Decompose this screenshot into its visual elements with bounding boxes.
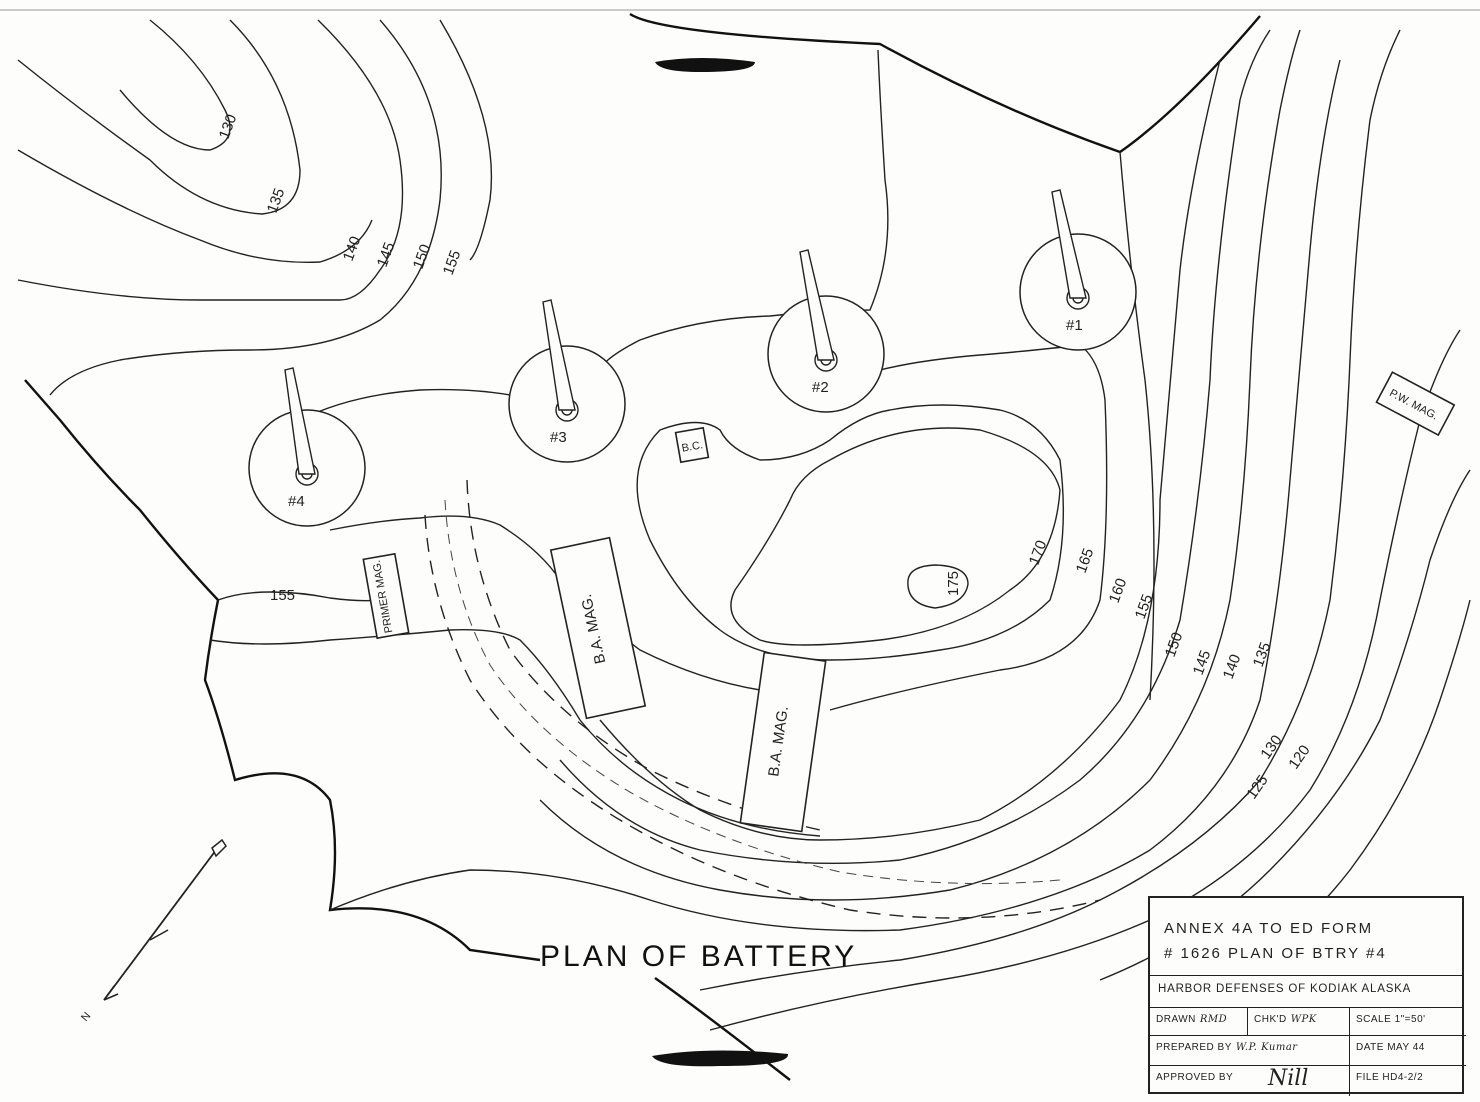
contour-140-e: [709, 329, 1461, 1031]
annex-line-2: # 1626 PLAN OF BTRY #4: [1164, 945, 1387, 962]
road-center-line: [444, 499, 1061, 885]
contour-label-150: 150: [410, 242, 435, 271]
contour-135: [17, 19, 301, 215]
approved-cell: APPROVED BY: [1150, 1066, 1350, 1096]
registration-mark-top: [655, 58, 755, 72]
north-arrow: N: [79, 838, 227, 1024]
contour-label-120: 120: [1285, 742, 1313, 772]
contour-130: [119, 19, 231, 151]
gun-emplacement-3: #3: [508, 299, 626, 463]
contour-label-145-e: 145: [1190, 648, 1215, 677]
gun-emplacement-4: #4: [248, 367, 366, 527]
gun-label-4: #4: [288, 493, 305, 510]
date-cell: DATE MAY 44: [1350, 1036, 1466, 1066]
plan-title: PLAN OF BATTERY: [540, 940, 857, 973]
road-inner-edge: [466, 479, 821, 831]
gun-label-3: #3: [550, 429, 567, 446]
contour-inner-ridge: [829, 344, 1108, 711]
contour-label-170: 170: [1026, 538, 1051, 567]
checked-value: WPK: [1290, 1014, 1317, 1025]
contour-label-140-e: 140: [1220, 652, 1245, 681]
pw-magazine: P.W. MAG.: [1375, 371, 1456, 437]
registration-mark-bottom: [652, 1050, 789, 1067]
gun-label-1: #1: [1066, 317, 1083, 334]
contour-lower-west: [209, 629, 821, 837]
contour-155-e: [539, 29, 1301, 901]
contour-label-130-se: 130: [1257, 732, 1285, 762]
contour-155-w: [217, 591, 381, 602]
contour-140: [17, 149, 373, 264]
contour-label-155-w: 155: [270, 587, 295, 604]
drawn-label: DRAWN: [1156, 1014, 1196, 1025]
contour-145: [17, 19, 404, 301]
bc-station: B.C.: [674, 426, 710, 464]
gun-emplacement-2: #2: [767, 249, 885, 413]
annex-header: ANNEX 4A TO ED FORM # 1626 PLAN OF BTRY …: [1150, 898, 1462, 976]
contour-peak: [907, 564, 969, 609]
contour-175: [730, 427, 1061, 646]
title-block: ANNEX 4A TO ED FORM # 1626 PLAN OF BTRY …: [1148, 896, 1466, 1096]
contour-150-e: [329, 59, 1341, 932]
contour-label-130: 130: [216, 112, 241, 141]
annex-line-1: ANNEX 4A TO ED FORM: [1164, 920, 1374, 937]
contour-west-ridge: [329, 515, 761, 691]
file-cell: FILE HD4-2/2: [1356, 1072, 1424, 1083]
contour-label-150-e: 150: [1162, 630, 1187, 659]
contour-155-nw: [439, 19, 493, 261]
coastline-north: [629, 12, 1261, 154]
contour-150: [49, 19, 442, 396]
harbor-defenses: HARBOR DEFENSES OF KODIAK ALASKA: [1150, 976, 1462, 1008]
contour-label-125: 125: [1243, 772, 1271, 802]
primer-magazine: PRIMER MAG.: [362, 552, 410, 640]
prepared-label: PREPARED BY: [1156, 1042, 1232, 1053]
gun-emplacement-1: #1: [1019, 189, 1137, 351]
ba-magazine-1: B.A. MAG.: [549, 536, 647, 720]
road-outer-edge: [424, 514, 1101, 919]
contour-170: [636, 404, 1065, 661]
contour-label-135: 135: [264, 186, 289, 215]
scale-cell: SCALE 1"=50': [1350, 1008, 1466, 1036]
contour-160: [559, 29, 1271, 865]
approval-signature: Nill: [1268, 1066, 1309, 1091]
gun-label-2: #2: [812, 379, 829, 396]
contour-label-155-nw: 155: [440, 248, 465, 277]
contour-145-e: [699, 29, 1401, 991]
approved-label: APPROVED BY: [1156, 1072, 1234, 1083]
contour-mid-ridge: [299, 388, 511, 421]
contour-label-165: 165: [1073, 546, 1098, 575]
coastline-south: [654, 977, 791, 1081]
contour-label-160: 160: [1106, 576, 1131, 605]
prepared-value: W.P. Kumar: [1235, 1042, 1298, 1053]
drawn-value: RMD: [1199, 1014, 1228, 1025]
checked-label: CHK'D: [1254, 1014, 1287, 1025]
bc-label: B.C.: [681, 439, 704, 455]
contour-south-bowl: [599, 59, 1221, 841]
contour-label-175: 175: [945, 571, 962, 596]
north-label: N: [79, 1010, 93, 1024]
ba-magazine-2: B.A. MAG.: [739, 651, 827, 833]
coast-east-ridge: [1119, 151, 1155, 701]
